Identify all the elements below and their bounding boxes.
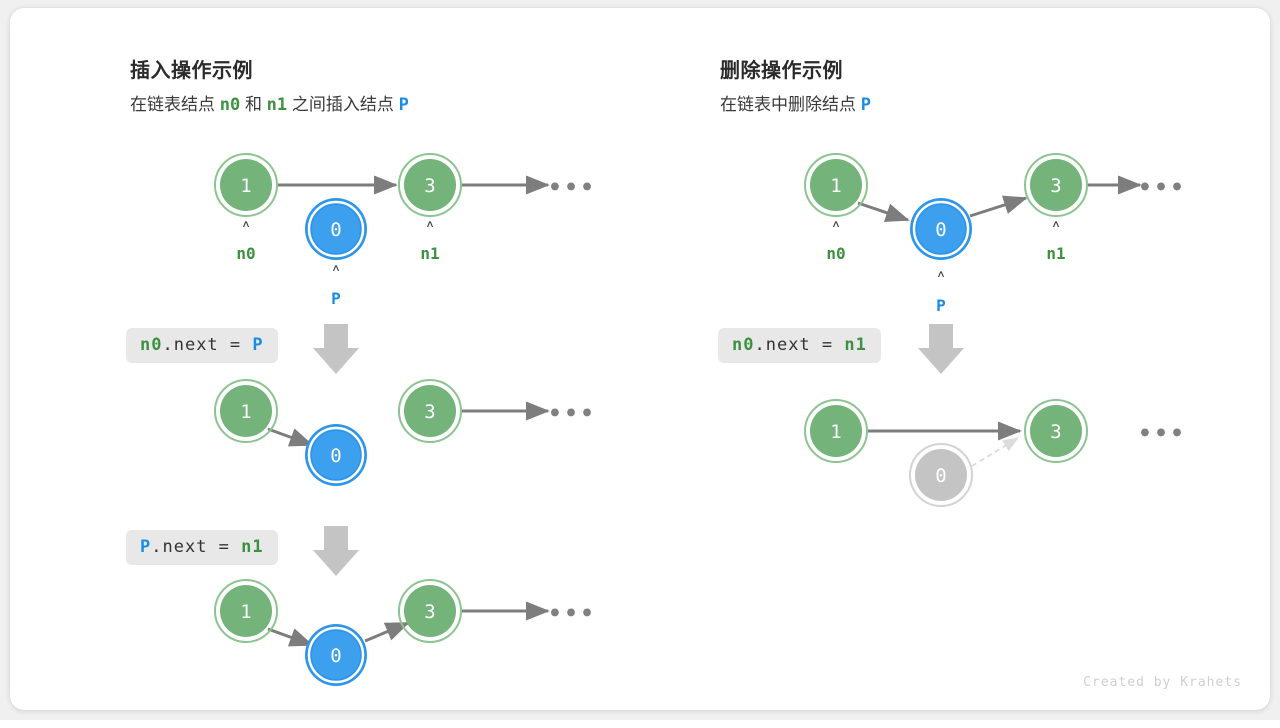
caret-icon-p: ∧ [331, 262, 341, 275]
code-token-p: P [252, 335, 264, 355]
code-token-next: .next = [162, 335, 253, 355]
subtitle-part: 在链表中删除结点 [720, 95, 861, 114]
delete-panel-subtitle: 在链表中删除结点 P [720, 90, 871, 115]
caret-icon-n0: ∧ [831, 218, 841, 231]
code-token-next: .next = [151, 537, 242, 557]
insert-row2-nodes [214, 379, 462, 486]
caret-icon-p: ∧ [936, 268, 946, 281]
svg-text:3: 3 [424, 601, 435, 623]
node-label-n0: n0 [826, 244, 846, 263]
node-label-n1: n1 [1046, 244, 1066, 263]
subtitle-part: 在链表结点 [130, 95, 220, 114]
ellipsis-dots: ••• [547, 601, 597, 627]
code-token-next: .next = [754, 335, 845, 355]
svg-text:3: 3 [424, 401, 435, 423]
code-chip-delete-step1: n0.next = n1 [718, 328, 881, 363]
code-chip-insert-step2: P.next = n1 [126, 530, 278, 565]
caret-icon-n1: ∧ [1051, 218, 1061, 231]
credit-footer: Created by Krahets [1083, 675, 1242, 690]
ellipsis-dots: ••• [547, 175, 597, 201]
svg-text:0: 0 [935, 219, 946, 241]
subtitle-token-p: P [398, 95, 409, 115]
code-token-n1: n1 [844, 335, 867, 355]
svg-text:0: 0 [935, 465, 946, 487]
ellipsis-dots: ••• [547, 401, 597, 427]
delete-row2-edges [868, 421, 1022, 467]
step-down-arrow-delete-1 [918, 324, 964, 374]
svg-text:1: 1 [240, 175, 251, 197]
svg-text:1: 1 [240, 601, 251, 623]
delete-panel-title: 删除操作示例 [720, 60, 843, 82]
svg-text:1: 1 [830, 421, 841, 443]
svg-text:0: 0 [330, 219, 341, 241]
step-down-arrow-insert-2 [313, 526, 359, 576]
subtitle-part: 之间插入结点 [287, 95, 399, 114]
caret-icon-n0: ∧ [241, 218, 251, 231]
insert-row3-nodes [214, 579, 462, 686]
svg-text:0: 0 [330, 445, 341, 467]
subtitle-part: 和 [240, 95, 267, 114]
code-token-n0: n0 [140, 335, 163, 355]
ellipsis-dots: ••• [1137, 175, 1187, 201]
ellipsis-dots: ••• [1137, 421, 1187, 447]
node-label-p: P [331, 289, 341, 308]
insert-row3-edges [267, 601, 550, 647]
svg-text:3: 3 [424, 175, 435, 197]
subtitle-token-n0: n0 [219, 95, 241, 115]
node-label-p: P [936, 296, 946, 315]
code-token-n1: n1 [241, 537, 264, 557]
caret-icon-n1: ∧ [425, 218, 435, 231]
insert-panel-title: 插入操作示例 [130, 60, 253, 82]
subtitle-token-p: P [860, 95, 871, 115]
subtitle-token-n1: n1 [266, 95, 288, 115]
code-token-n0: n0 [732, 335, 755, 355]
step-down-arrow-insert-1 [313, 324, 359, 374]
insert-row2-edges [267, 401, 550, 447]
svg-text:3: 3 [1050, 175, 1061, 197]
svg-text:3: 3 [1050, 421, 1061, 443]
svg-text:0: 0 [330, 645, 341, 667]
svg-text:1: 1 [240, 401, 251, 423]
delete-row2-nodes [804, 399, 1088, 507]
delete-row1-edges [857, 175, 1142, 222]
node-value-labels: 1 0 3 1 0 3 1 0 3 1 0 3 1 0 3 [240, 175, 1061, 667]
insert-panel-subtitle: 在链表结点 n0 和 n1 之间插入结点 P [130, 90, 409, 115]
node-label-n1: n1 [420, 244, 440, 263]
code-chip-insert-step1: n0.next = P [126, 328, 278, 363]
delete-row1-nodes [804, 153, 1088, 260]
svg-text:1: 1 [830, 175, 841, 197]
code-token-p: P [140, 537, 152, 557]
linked-list-diagram-canvas: 1 0 3 1 0 3 1 0 3 1 0 3 1 0 3 [214, 153, 1142, 686]
node-label-n0: n0 [236, 244, 256, 263]
diagram-card: 1 0 3 1 0 3 1 0 3 1 0 3 1 0 3 插入操作示例 在链表结点 n0 和 n1… [10, 8, 1270, 710]
